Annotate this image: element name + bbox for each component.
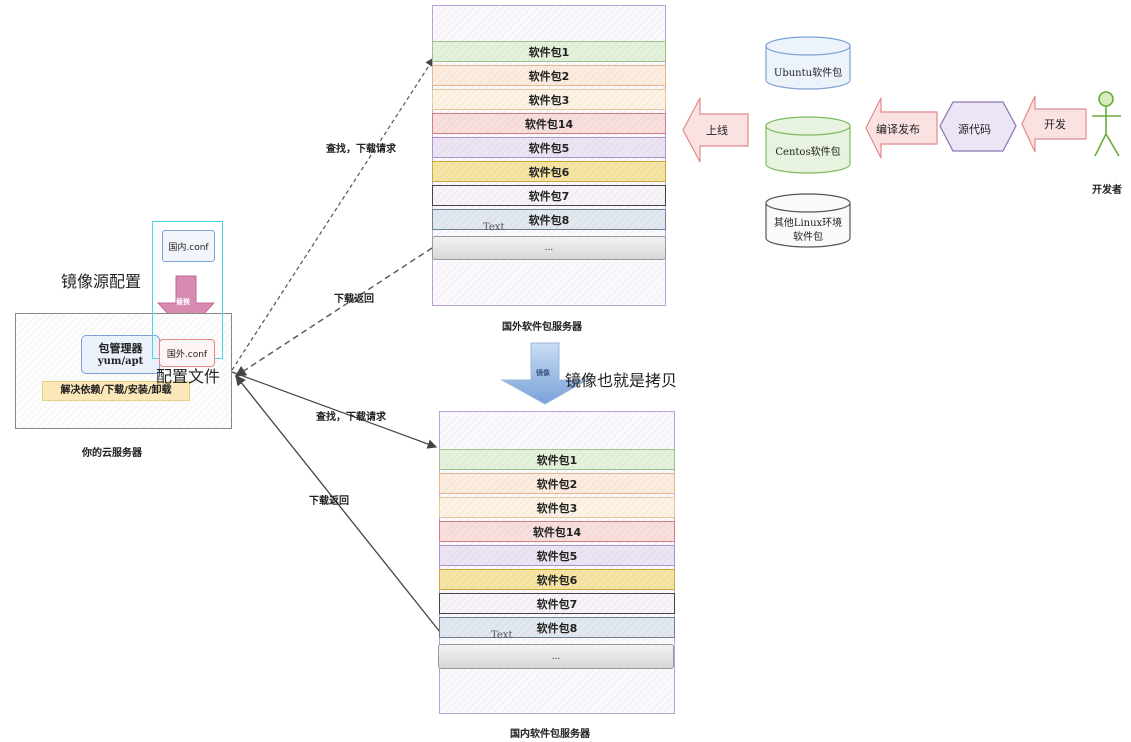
- domestic-ellipsis-row: ...: [438, 644, 674, 669]
- domestic-server-label: 国内软件包服务器: [510, 729, 590, 740]
- package-row: 软件包2: [439, 473, 675, 494]
- conf-domestic-box: 国内.conf: [162, 230, 215, 262]
- package-label: 软件包6: [528, 165, 570, 179]
- foreign-server-label: 国外软件包服务器: [502, 322, 582, 333]
- mirror-copy-annotation: 镜像也就是拷贝: [565, 371, 678, 390]
- package-row: 软件包8: [432, 209, 666, 230]
- package-row: 软件包5: [439, 545, 675, 566]
- ellipsis-text: ...: [551, 651, 561, 662]
- pm-actions-bar: 解决依赖/下载/安装/卸载: [42, 381, 190, 401]
- foreign-ellipsis-row: ...: [432, 236, 666, 260]
- mirror-config-annotation: 镜像源配置: [61, 272, 142, 291]
- edge-search-domestic: [231, 371, 438, 449]
- package-row: 软件包1: [432, 41, 666, 62]
- package-label: 软件包14: [532, 525, 582, 539]
- domestic-stray-text: Text: [491, 630, 513, 641]
- package-label: 软件包14: [524, 117, 574, 131]
- edge-search-foreign: [231, 56, 435, 371]
- edge-return-foreign: [234, 247, 433, 377]
- pm-title: 包管理器: [98, 342, 143, 355]
- package-row: 软件包2: [432, 65, 666, 86]
- db-ubuntu-label: Ubuntu软件包: [773, 68, 843, 79]
- package-label: 软件包3: [528, 93, 570, 107]
- package-label: 软件包2: [528, 69, 570, 83]
- package-label: 软件包2: [536, 477, 578, 491]
- ellipsis-text: ...: [544, 243, 554, 253]
- package-label: 软件包8: [528, 213, 570, 227]
- online-label: 上线: [706, 124, 728, 137]
- package-row: 软件包6: [439, 569, 675, 590]
- db-centos-label: Centos软件包: [775, 147, 841, 158]
- package-label: 软件包1: [536, 453, 578, 467]
- edge-label-return-bottom: 下载返回: [309, 496, 349, 507]
- package-label: 软件包8: [536, 621, 578, 635]
- package-row: 软件包1: [439, 449, 675, 470]
- package-label: 软件包7: [536, 597, 578, 611]
- compile-arrow: [865, 97, 938, 159]
- db-centos-icon: [765, 116, 851, 174]
- package-row: 软件包6: [432, 161, 666, 182]
- package-label: 软件包7: [528, 189, 570, 203]
- package-row: 软件包3: [432, 89, 666, 110]
- package-row: 软件包14: [432, 113, 666, 134]
- conf-domestic-text: 国内.conf: [168, 242, 209, 253]
- package-label: 软件包1: [528, 45, 570, 59]
- source-hexagon: [939, 101, 1017, 152]
- config-file-annotation: 配置文件: [156, 367, 221, 386]
- conf-foreign-box: 国外.conf: [159, 339, 215, 367]
- package-row: 软件包3: [439, 497, 675, 518]
- package-manager-box: 包管理器 yum/apt: [81, 335, 160, 374]
- package-label: 软件包5: [528, 141, 570, 155]
- developer-label: 开发者: [1092, 185, 1122, 196]
- foreign-stray-text: Text: [483, 222, 505, 233]
- edge-label-search-top: 查找，下载请求: [326, 144, 396, 155]
- domestic-package-list: 软件包1 软件包2 软件包3 软件包14 软件包5 软件包6 软件包7 软件包8: [439, 449, 675, 638]
- mirror-small-label: 镜像: [536, 369, 550, 377]
- package-row: 软件包14: [439, 521, 675, 542]
- package-row: 软件包5: [432, 137, 666, 158]
- pm-sub: yum/apt: [97, 356, 144, 367]
- develop-label: 开发: [1044, 118, 1066, 131]
- conf-foreign-text: 国外.conf: [166, 349, 208, 360]
- develop-arrow: [1021, 95, 1087, 153]
- developer-icon: [1092, 91, 1121, 157]
- edge-label-search-bottom: 查找，下载请求: [316, 412, 386, 423]
- cloud-server-label: 你的云服务器: [82, 448, 142, 459]
- db-other-icon: [765, 193, 851, 248]
- db-other-label-2: 软件包: [793, 232, 823, 243]
- package-row: 软件包7: [432, 185, 666, 206]
- package-row: 软件包7: [439, 593, 675, 614]
- package-label: 软件包3: [536, 501, 578, 515]
- package-row: 软件包8: [439, 617, 675, 638]
- online-arrow: [682, 97, 749, 163]
- edge-return-domestic: [235, 374, 441, 633]
- mirror-arrow: [500, 342, 589, 405]
- foreign-package-list: 软件包1 软件包2 软件包3 软件包14 软件包5 软件包6 软件包7 软件包8: [432, 41, 666, 230]
- replace-label: 替换: [176, 298, 190, 306]
- db-other-label-1: 其他Linux环境: [773, 218, 843, 229]
- package-label: 软件包5: [536, 549, 578, 563]
- edge-label-return-top: 下载返回: [334, 294, 374, 305]
- package-label: 软件包6: [536, 573, 578, 587]
- db-ubuntu-icon: [765, 36, 851, 90]
- source-label: 源代码: [958, 123, 991, 136]
- compile-label: 编译发布: [876, 123, 920, 136]
